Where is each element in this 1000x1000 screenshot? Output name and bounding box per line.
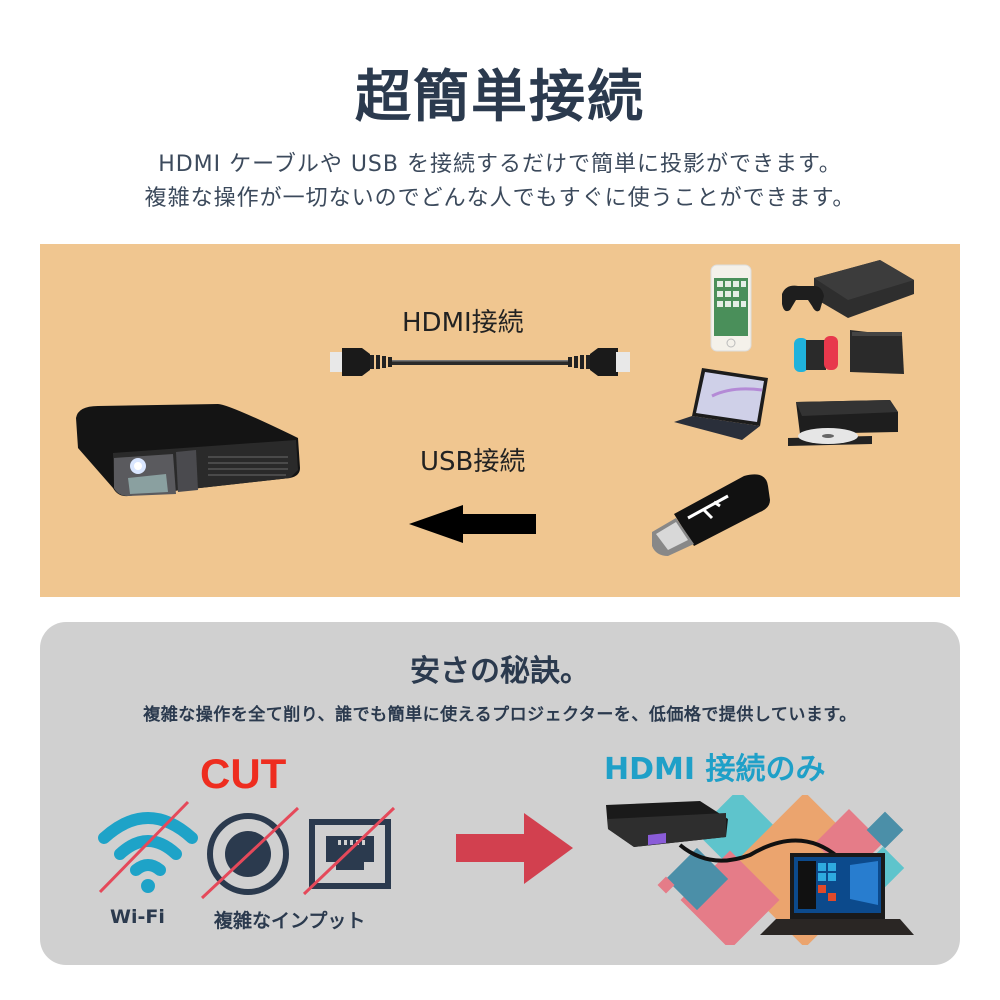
usb-drive-icon (652, 474, 770, 556)
input-button-icon (200, 806, 300, 900)
page-title: 超簡単接続 (355, 65, 645, 130)
arrow-left-icon (409, 505, 536, 543)
complex-input-label: 複雑なインプット (214, 910, 366, 932)
switch-console-icon (794, 330, 904, 374)
game-console-icon (782, 260, 914, 318)
lan-port-icon (302, 806, 396, 896)
dvd-player-icon (788, 400, 898, 446)
laptop-icon (674, 368, 768, 440)
projector-icon (76, 404, 300, 497)
subtitle-line-1: HDMI ケーブルや USB を接続するだけで簡単に投影ができます。 (158, 152, 842, 177)
secret-subtitle: 複雑な操作を全て削り、誰でも簡単に使えるプロジェクターを、低価格で提供しています… (143, 705, 857, 725)
hdmi-cable-icon (330, 348, 630, 376)
smartphone-icon (710, 264, 752, 352)
hdmi-setup-illustration (606, 795, 914, 945)
arrow-right-icon (456, 813, 573, 884)
wifi-label: Wi-Fi (110, 906, 165, 928)
usb-connection-label: USB接続 (420, 447, 526, 477)
hdmi-only-label: HDMI 接続のみ (604, 752, 826, 787)
hdmi-connection-label: HDMI接続 (402, 308, 524, 338)
wifi-icon (98, 800, 198, 894)
cut-label: CUT (200, 750, 287, 797)
subtitle-line-2: 複雑な操作が一切ないのでどんな人でもすぐに使うことができます。 (144, 186, 856, 211)
secret-title: 安さの秘訣。 (410, 654, 590, 689)
